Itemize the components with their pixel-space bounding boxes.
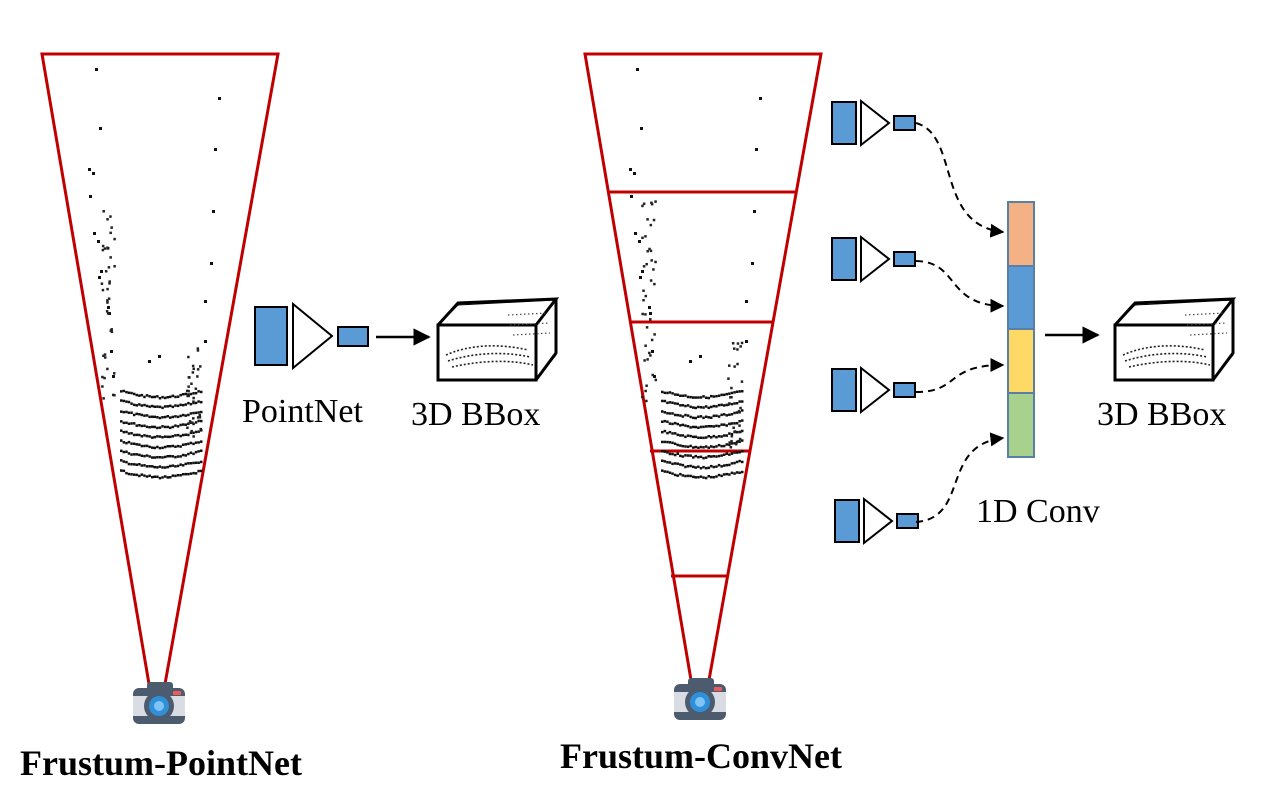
bbox-icon [436,297,560,382]
feature-cell-yellow [1007,328,1035,394]
right-bbox-label: 3D BBox [1097,396,1226,433]
feature-arrow-3 [915,358,1005,393]
slice-pointnet-1 [831,98,916,148]
left-panel: PointNet 3D BBox Frustum-PointNet [20,52,560,783]
pointnet-label: PointNet [242,393,363,430]
feature-arrow-2 [915,260,1005,313]
slice-pointnet-4 [834,496,919,546]
triangle-layer-icon [292,301,334,371]
conv-label: 1D Conv [976,493,1100,530]
camera-icon [674,678,726,720]
bbox-icon [1113,297,1237,382]
left-frustum [40,52,280,686]
slice-pointnet-blocks [831,98,919,546]
right-frustum [583,52,823,682]
feature-cell-orange [1007,201,1035,267]
left-point-cloud [88,68,221,480]
pointnet-block [254,301,369,371]
slice-pointnet-2 [831,234,916,284]
slice-pointnet-3 [831,365,916,415]
left-title: Frustum-PointNet [20,743,302,783]
feature-stack [1007,201,1035,458]
right-title: Frustum-ConvNet [560,736,842,776]
feature-arrow-4 [915,432,1005,523]
feature-cell-blue [1007,265,1035,330]
feature-arrows [915,122,1005,523]
left-bbox-label: 3D BBox [411,396,540,433]
camera-icon [133,682,185,724]
feature-cell-green [1007,392,1035,458]
pointnet-feature-block [337,326,369,347]
pointnet-input-block [254,306,288,366]
right-panel: 1D Conv 3D BBox Frustum-ConvNet [560,52,1237,776]
right-point-cloud [629,68,762,480]
feature-arrow-1 [915,122,1005,238]
